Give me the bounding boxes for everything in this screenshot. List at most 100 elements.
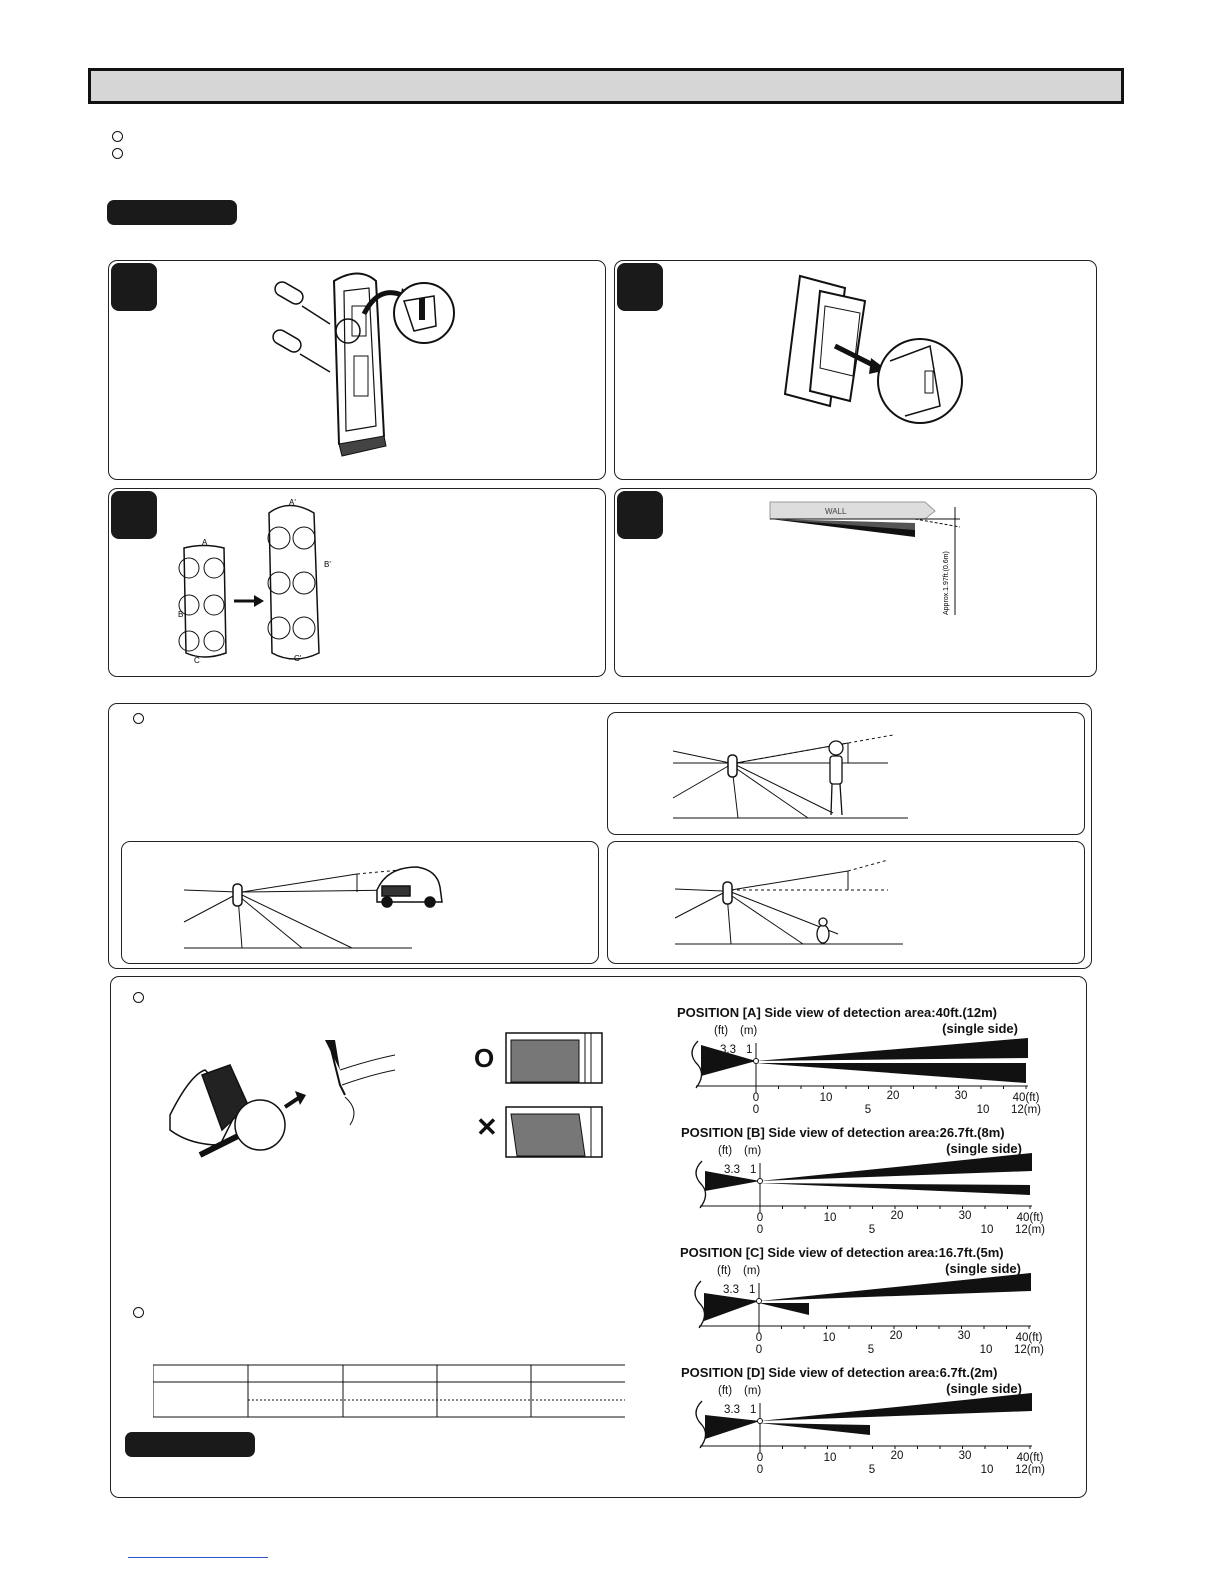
section-header-bar bbox=[88, 68, 1124, 104]
detection-beam-upper bbox=[760, 1393, 1032, 1421]
lens-fit-comparison bbox=[505, 1032, 603, 1158]
m-tick-label: 0 bbox=[756, 1344, 762, 1356]
detection-area-charts: POSITION [A] Side view of detection area… bbox=[676, 1003, 1045, 1483]
bullet-circle-icon bbox=[133, 713, 144, 724]
chart-title: POSITION [B] Side view of detection area… bbox=[681, 1125, 1005, 1140]
ft-unit-label: (ft) bbox=[718, 1385, 732, 1397]
ft-tick-label: 30 bbox=[959, 1210, 972, 1222]
m-tick-label: 5 bbox=[865, 1104, 871, 1116]
label-b: B bbox=[178, 610, 183, 619]
chart-single-side: (single side) bbox=[946, 1141, 1022, 1156]
m-tick-label: 12(m) bbox=[1015, 1464, 1045, 1476]
ft-tick-label: 40(ft) bbox=[1013, 1092, 1040, 1104]
ft-tick-label: 10 bbox=[824, 1452, 837, 1464]
lens-insertion-figure bbox=[169, 1040, 396, 1158]
m-tick-label: 10 bbox=[981, 1224, 994, 1236]
height-ft-label: 3.3 bbox=[724, 1164, 740, 1176]
step-box-3: A B C A' B' C' bbox=[108, 488, 606, 677]
chart-single-side: (single side) bbox=[946, 1381, 1022, 1396]
ft-tick-label: 0 bbox=[753, 1092, 759, 1104]
section-label-pill bbox=[107, 200, 237, 225]
m-tick-label: 5 bbox=[869, 1224, 875, 1236]
wall-edge bbox=[695, 1160, 707, 1209]
label-c-prime: C' bbox=[294, 654, 302, 663]
detection-beam-lower bbox=[756, 1063, 1026, 1083]
ft-tick-label: 0 bbox=[757, 1452, 763, 1464]
wall-mounting-figure: WALL Approx.1.97ft.(0.6m) bbox=[769, 501, 961, 615]
bullet-circle-icon bbox=[112, 131, 123, 142]
hand-icon bbox=[169, 1064, 249, 1146]
wall-edge bbox=[691, 1040, 703, 1089]
wall-edge bbox=[695, 1400, 707, 1449]
wall-label: WALL bbox=[825, 507, 847, 516]
ft-tick-label: 0 bbox=[756, 1332, 762, 1344]
person-detection-figure bbox=[672, 734, 908, 819]
lens-alignment-figure: A B C A' B' C' bbox=[178, 498, 331, 665]
detection-beam-lower bbox=[760, 1423, 870, 1435]
m-tick-label: 0 bbox=[753, 1104, 759, 1116]
m-tick-label: 12(m) bbox=[1015, 1224, 1045, 1236]
ft-tick-label: 30 bbox=[958, 1330, 971, 1342]
height-m-label: 1 bbox=[750, 1404, 756, 1416]
car-detection-figure bbox=[183, 866, 443, 949]
sensor-point bbox=[756, 1298, 762, 1304]
m-tick-label: 5 bbox=[869, 1464, 875, 1476]
chart-title: POSITION [A] Side view of detection area… bbox=[677, 1005, 997, 1020]
label-a-prime: A' bbox=[289, 498, 296, 507]
person-icon bbox=[828, 740, 844, 816]
sensor-point bbox=[753, 1058, 759, 1064]
small-animal-icon bbox=[816, 917, 830, 944]
detection-beam-lower bbox=[760, 1183, 1030, 1195]
ft-tick-label: 40(ft) bbox=[1017, 1212, 1044, 1224]
section-label-pill bbox=[125, 1432, 255, 1457]
ft-tick-label: 10 bbox=[820, 1092, 833, 1104]
ft-unit-label: (ft) bbox=[714, 1025, 728, 1037]
step-number-badge bbox=[111, 491, 157, 539]
person-detection-panel bbox=[607, 712, 1085, 835]
incorrect-mark: ✕ bbox=[476, 1112, 498, 1142]
ft-tick-label: 20 bbox=[891, 1450, 904, 1462]
car-detection-panel bbox=[121, 841, 599, 964]
detection-beam-rear bbox=[704, 1293, 759, 1321]
m-tick-label: 10 bbox=[977, 1104, 990, 1116]
cover-removal-figure bbox=[272, 272, 455, 457]
m-tick-label: 0 bbox=[757, 1464, 763, 1476]
m-tick-label: 5 bbox=[868, 1344, 874, 1356]
m-unit-label: (m) bbox=[744, 1145, 761, 1157]
ft-tick-label: 20 bbox=[890, 1330, 903, 1342]
m-unit-label: (m) bbox=[744, 1385, 761, 1397]
sensor-device-icon bbox=[727, 754, 738, 778]
step-number-badge bbox=[617, 491, 663, 539]
settings-table bbox=[153, 1364, 625, 1418]
sensor-device-icon bbox=[332, 272, 387, 457]
chart-single-side: (single side) bbox=[945, 1261, 1021, 1276]
height-ft-label: 3.3 bbox=[723, 1284, 739, 1296]
ft-tick-label: 0 bbox=[757, 1212, 763, 1224]
detection-chart-a: POSITION [A] Side view of detection area… bbox=[677, 1005, 1041, 1116]
wall-edge bbox=[694, 1280, 706, 1329]
approx-height-label: Approx.1.97ft.(0.6m) bbox=[943, 551, 950, 615]
step-box-2 bbox=[614, 260, 1097, 480]
ft-tick-label: 20 bbox=[891, 1210, 904, 1222]
label-b-prime: B' bbox=[324, 560, 331, 569]
detection-chart-d: POSITION [D] Side view of detection area… bbox=[681, 1365, 1045, 1476]
m-tick-label: 0 bbox=[757, 1224, 763, 1236]
step-number-badge bbox=[617, 263, 663, 311]
footer-link-underline bbox=[128, 1557, 268, 1558]
label-a: A bbox=[202, 538, 208, 547]
cover-separation-figure bbox=[783, 274, 963, 424]
m-unit-label: (m) bbox=[743, 1265, 760, 1277]
detection-chart-b: POSITION [B] Side view of detection area… bbox=[681, 1125, 1045, 1236]
detection-beam-rear bbox=[705, 1171, 760, 1191]
detection-beam-upper bbox=[756, 1038, 1028, 1061]
detection-chart-c: POSITION [C] Side view of detection area… bbox=[680, 1245, 1044, 1356]
m-tick-label: 10 bbox=[980, 1344, 993, 1356]
ft-unit-label: (ft) bbox=[718, 1145, 732, 1157]
chart-title: POSITION [D] Side view of detection area… bbox=[681, 1365, 997, 1380]
m-tick-label: 12(m) bbox=[1014, 1344, 1044, 1356]
detection-beam-rear bbox=[705, 1415, 760, 1439]
ft-tick-label: 40(ft) bbox=[1017, 1452, 1044, 1464]
chart-single-side: (single side) bbox=[942, 1021, 1018, 1036]
chart-title: POSITION [C] Side view of detection area… bbox=[680, 1245, 1004, 1260]
m-unit-label: (m) bbox=[740, 1025, 757, 1037]
